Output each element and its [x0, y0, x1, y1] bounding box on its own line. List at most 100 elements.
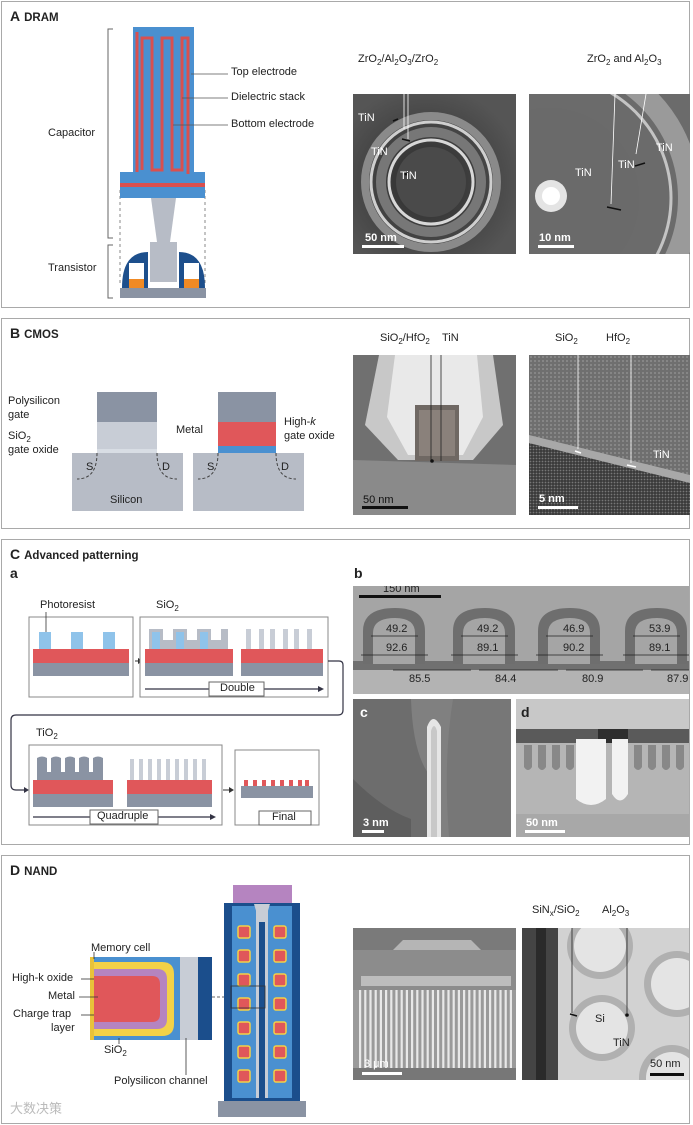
label-si: Si — [595, 1013, 605, 1025]
tem-image-patterning-c: c 3 nm — [353, 699, 511, 837]
label-tin-6: TiN — [656, 142, 673, 154]
label-tin-nand: TiN — [613, 1037, 630, 1049]
label-tin-4: TiN — [575, 167, 592, 179]
cmos-transistor-schematic — [72, 392, 304, 511]
label-s-left: S — [86, 461, 94, 473]
sem-column — [374, 990, 377, 1068]
sem-image-nand: 3 μm — [353, 928, 516, 1080]
value-mid-1: 92.6 — [386, 642, 408, 654]
sem-column — [489, 990, 492, 1068]
sem-column — [457, 990, 460, 1068]
sem-column — [478, 990, 481, 1068]
scale-label: 50 nm — [365, 232, 397, 244]
value-top-1: 49.2 — [386, 623, 408, 635]
scale-bar — [362, 830, 384, 833]
nand-memory-schematic — [79, 885, 306, 1117]
sem-column — [411, 990, 414, 1068]
sem-column — [452, 990, 455, 1068]
label-charge-trap: Charge trap — [13, 1008, 72, 1020]
tem-image-cmos-2: TiN 5 nm — [529, 355, 690, 515]
tem-image-patterning-d: d 50 nm — [516, 699, 689, 837]
tem-image-nand: Si TiN 50 nm — [522, 928, 689, 1080]
label-tin-gate: TiN — [442, 332, 459, 344]
sem-column — [364, 990, 367, 1068]
label-final: Final — [272, 811, 296, 823]
tem-image-patterning-b: 150 nm 49.2 49.2 46.9 53.9 92.6 89.1 90.… — [353, 586, 689, 694]
label-s-right: S — [207, 461, 215, 473]
label-transistor: Transistor — [48, 262, 97, 274]
label-polysilicon-channel: Polysilicon channel — [114, 1075, 208, 1087]
value-bottom-4: 87.9 — [667, 673, 689, 685]
value-top-3: 46.9 — [563, 623, 585, 635]
tem-image-dram-2: TiN TiN TiN 10 nm — [529, 94, 690, 254]
scale-bar — [538, 245, 574, 248]
scale-label: 50 nm — [363, 494, 394, 506]
label-d-left: D — [162, 461, 170, 473]
sem-column — [379, 990, 382, 1068]
value-bottom-1: 85.5 — [409, 673, 431, 685]
value-bottom-2: 84.4 — [495, 673, 517, 685]
scale-label: 10 nm — [539, 232, 571, 244]
value-mid-3: 90.2 — [563, 642, 585, 654]
label-tin-cmos: TiN — [653, 449, 670, 461]
label-top-electrode: Top electrode — [231, 66, 298, 78]
label-sio2-tem: SiO2 — [555, 332, 578, 347]
label-sio2-nand: SiO2 — [104, 1044, 127, 1059]
scale-bar — [525, 830, 565, 833]
sem-column — [395, 990, 398, 1068]
value-mid-4: 89.1 — [649, 642, 671, 654]
sem-column — [416, 990, 419, 1068]
sem-column — [447, 990, 450, 1068]
sem-column — [473, 990, 476, 1068]
label-gate-oxide-left: gate oxide — [8, 444, 59, 456]
patterning-flow-schematic — [10, 612, 344, 826]
sem-column — [494, 990, 497, 1068]
value-mid-2: 89.1 — [477, 642, 499, 654]
sublabel-d: d — [521, 704, 530, 720]
label-zro2-al2o3-zro2: ZrO2/Al2O3/ZrO2 — [358, 53, 439, 68]
sem-column — [359, 990, 362, 1068]
label-layer: layer — [51, 1022, 75, 1034]
label-double: Double — [220, 682, 255, 694]
sem-column — [437, 990, 440, 1068]
label-bottom-electrode: Bottom electrode — [231, 118, 315, 130]
value-top-4: 53.9 — [649, 623, 671, 635]
label-al2o3-nand: Al2O3 — [602, 904, 630, 919]
sem-column — [421, 990, 424, 1068]
sem-column — [400, 990, 403, 1068]
label-tin-5: TiN — [618, 159, 635, 171]
label-silicon: Silicon — [110, 494, 143, 506]
scale-bar — [362, 506, 408, 509]
label-metal: Metal — [176, 424, 203, 436]
scale-label: 150 nm — [383, 586, 420, 595]
sem-column — [468, 990, 471, 1068]
watermark: 大数决策 — [10, 1101, 63, 1116]
label-dielectric-stack: Dielectric stack — [231, 91, 305, 103]
sem-column — [442, 990, 445, 1068]
label-tin-2: TiN — [371, 146, 388, 158]
label-polysilicon: Polysilicon — [8, 395, 60, 407]
label-tin-3: TiN — [400, 170, 417, 182]
label-high-k-oxide: High-k oxide — [12, 972, 74, 984]
label-photoresist: Photoresist — [40, 599, 96, 611]
scale-label: 50 nm — [526, 817, 558, 829]
sem-column — [499, 990, 502, 1068]
label-sio2-hfo2: SiO2/HfO2 — [380, 332, 430, 347]
sem-column — [509, 990, 512, 1068]
sublabel-a: a — [10, 565, 18, 581]
sem-column — [431, 990, 434, 1068]
sem-column — [463, 990, 466, 1068]
label-gate-oxide-right: gate oxide — [284, 430, 335, 442]
scale-label: 50 nm — [650, 1058, 681, 1070]
scale-bar — [362, 1072, 402, 1075]
value-top-2: 49.2 — [477, 623, 499, 635]
label-high-k: High-k — [284, 416, 316, 428]
scale-label: 5 nm — [539, 493, 565, 505]
